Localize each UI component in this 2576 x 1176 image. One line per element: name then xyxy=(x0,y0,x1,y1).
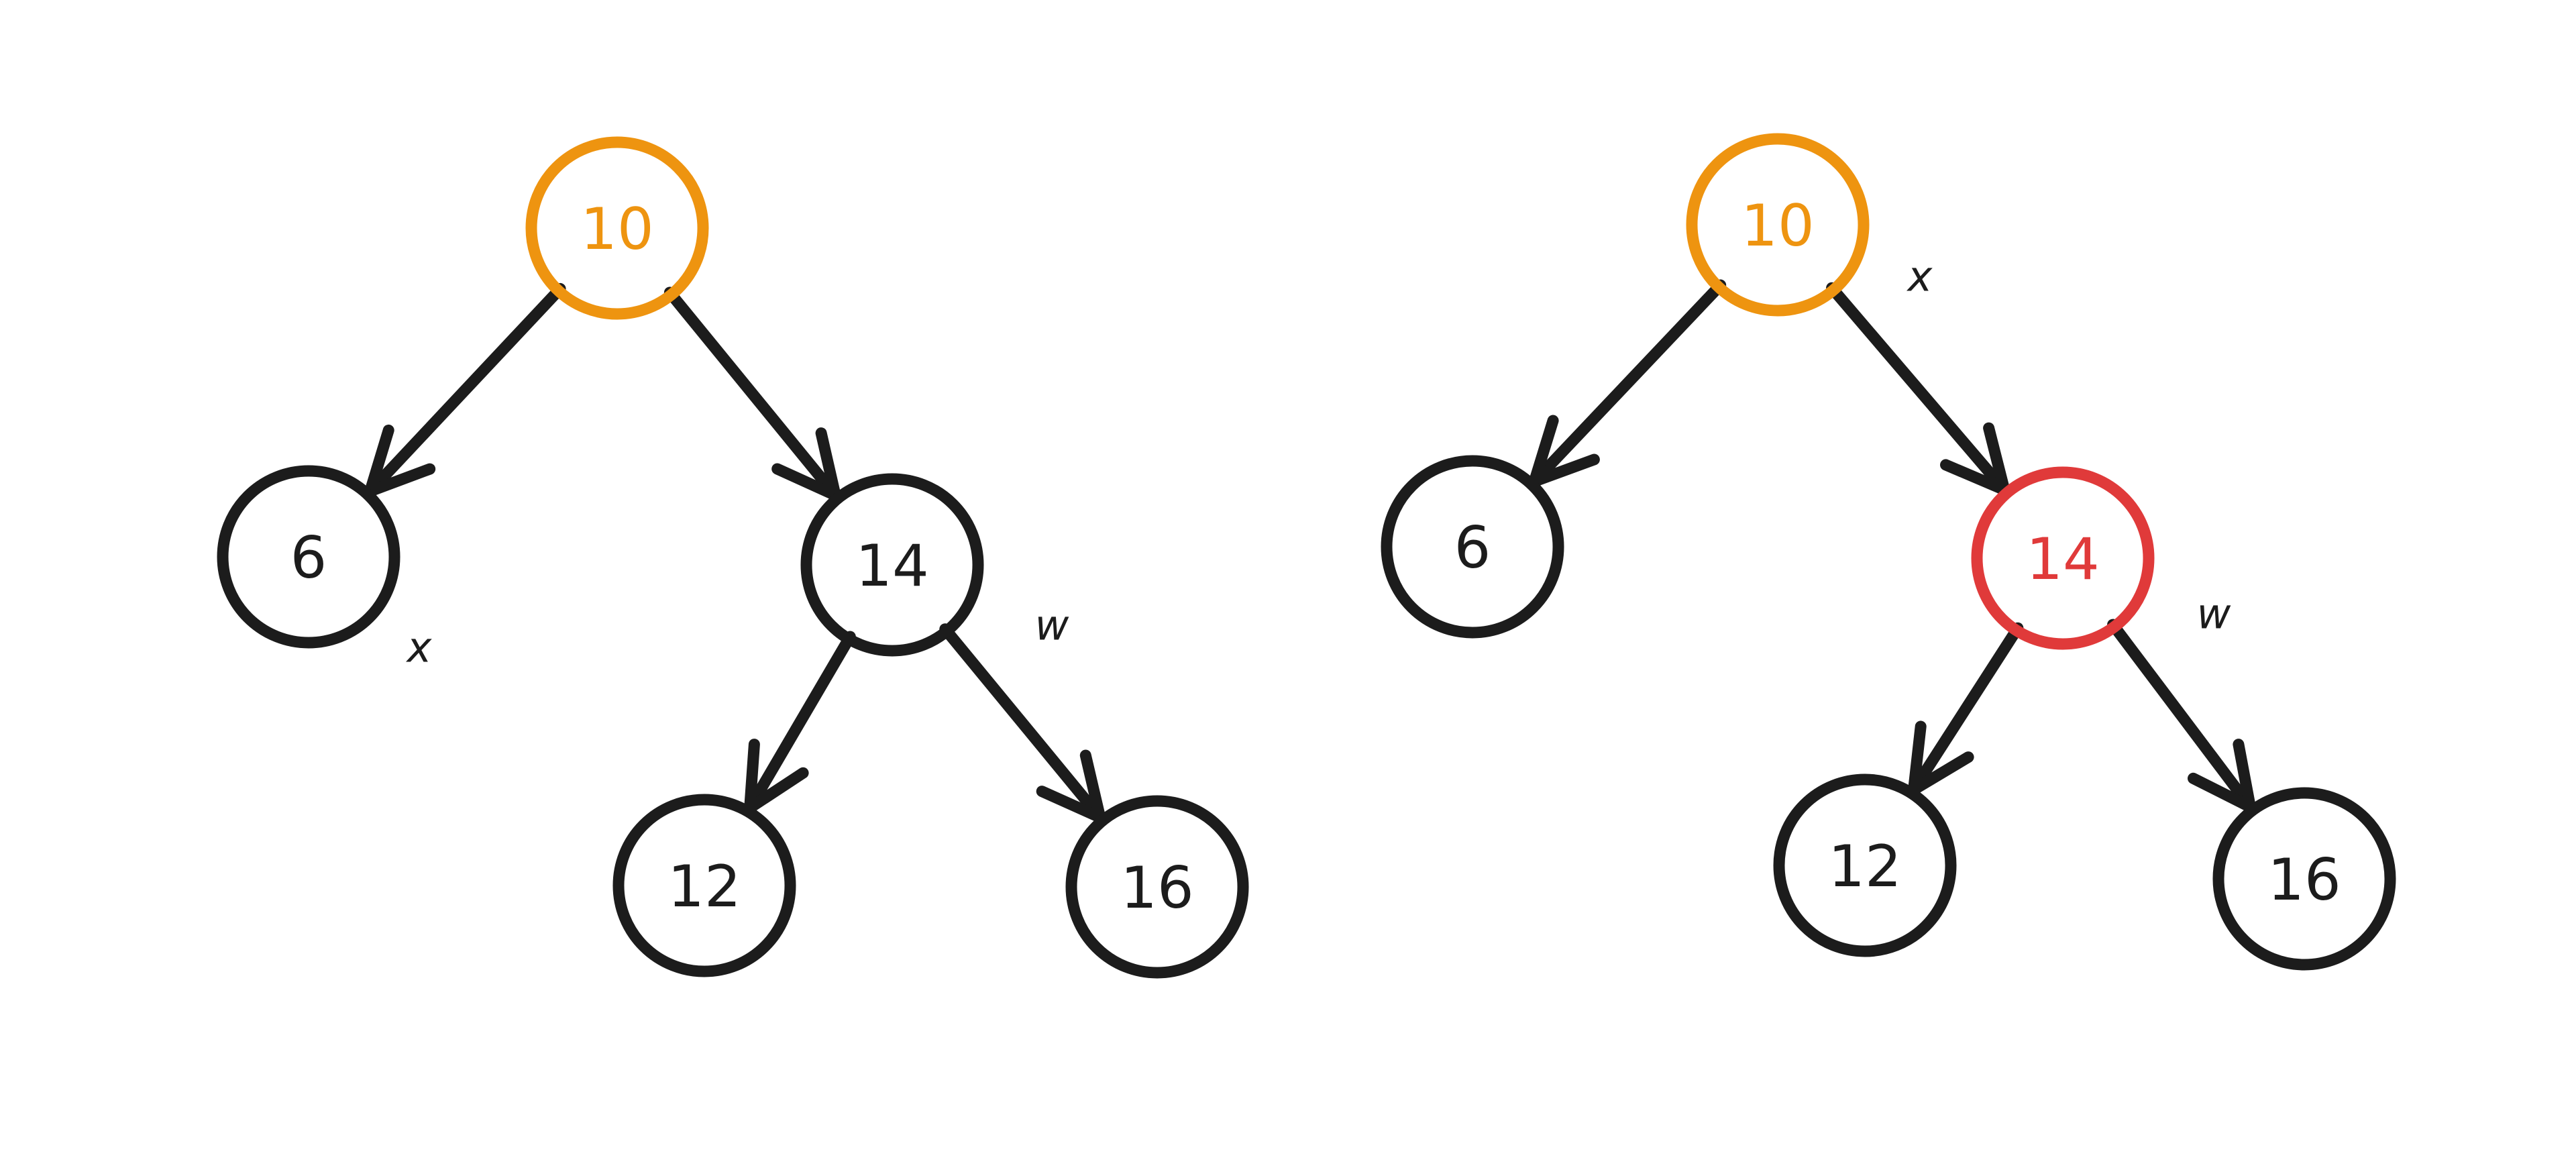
arrowhead-icon xyxy=(1908,720,1974,796)
edge-b14-b12 xyxy=(1908,622,2024,796)
node-circle xyxy=(1381,455,1564,639)
edge-a10-a6 xyxy=(364,282,566,497)
edge-line xyxy=(1826,282,2010,496)
edge-line xyxy=(1908,622,2024,796)
node-label: 10 xyxy=(1741,193,1814,260)
node-circle xyxy=(2212,787,2396,971)
edge-a10-a14 xyxy=(663,286,841,501)
node-label: 16 xyxy=(2267,847,2341,914)
node-label: 14 xyxy=(855,533,928,600)
tree-node-6: 6 xyxy=(1381,455,1564,639)
node-label: 6 xyxy=(1454,515,1491,582)
tree-node-10: 10 xyxy=(1686,133,1870,317)
edge-b10-b6 xyxy=(1528,279,1727,488)
node-label: 12 xyxy=(1828,833,1901,900)
edge-a14-a12 xyxy=(744,631,856,814)
node-circle xyxy=(525,136,709,320)
edge-line xyxy=(1528,279,1727,488)
tree-node-10: 10 xyxy=(525,136,709,320)
edge-line xyxy=(663,286,841,501)
tree-node-6: 6 xyxy=(217,465,400,649)
node-circle xyxy=(1686,133,1870,317)
tree-node-12: 12 xyxy=(1773,773,1957,957)
tree-node-16: 16 xyxy=(1065,795,1249,979)
edge-line xyxy=(2107,619,2256,813)
edge-line xyxy=(939,623,1106,823)
tree-node-12: 12 xyxy=(612,794,796,977)
node-circle xyxy=(800,473,984,657)
edge-b10-b14 xyxy=(1826,282,2010,496)
node-circle xyxy=(1065,795,1249,979)
node-circle xyxy=(612,794,796,977)
pointer-tag-w: w xyxy=(1035,601,1069,650)
pointer-tag-x: x xyxy=(1907,252,1933,301)
pointer-tag-x: x xyxy=(406,623,433,672)
node-label: 14 xyxy=(2026,526,2099,593)
node-label: 16 xyxy=(1120,855,1193,922)
nodes-layer: 10 6 14 12 16 10 6 14 12 16 xyxy=(217,133,2396,979)
edge-line xyxy=(744,631,856,814)
edges-layer xyxy=(364,279,2256,823)
tree-node-14: 14 xyxy=(1971,466,2155,650)
edge-b14-b16 xyxy=(2107,619,2256,813)
edge-a14-a16 xyxy=(939,623,1106,823)
tree-node-14: 14 xyxy=(800,473,984,657)
node-label: 12 xyxy=(667,853,741,920)
edge-line xyxy=(364,282,566,497)
tree-node-16: 16 xyxy=(2212,787,2396,971)
node-label: 6 xyxy=(290,525,327,592)
pointer-tag-w: w xyxy=(2197,590,2231,639)
node-label: 10 xyxy=(580,196,653,263)
node-circle xyxy=(217,465,400,649)
tags-layer: x w x w xyxy=(406,252,2231,672)
node-circle xyxy=(1971,466,2155,650)
node-circle xyxy=(1773,773,1957,957)
